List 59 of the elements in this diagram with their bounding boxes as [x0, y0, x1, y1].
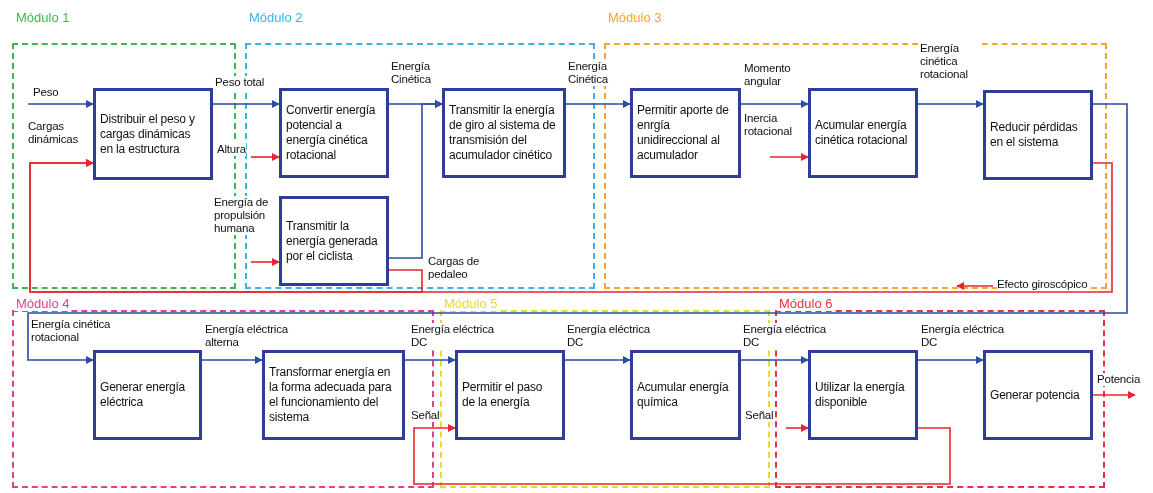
- box-text: Permitir aporte de enrgía unidireccional al acumulador: [637, 103, 730, 163]
- box-text: Convertir energía potencial a energía cinética rotacional: [286, 103, 377, 163]
- note-text: Efecto giroscópico: [997, 278, 1088, 291]
- box-text: Utilizar la energía disponible: [815, 380, 906, 410]
- box-text: Transmitir la energía generada por el ciclista: [286, 218, 379, 264]
- arrow: [565, 100, 631, 108]
- box-text: Transformar energía en la forma adecuada para el funcionamiento del sistema: [269, 365, 393, 425]
- process-box: [279, 88, 389, 178]
- box-text: Reducir pérdidas en el sistema: [990, 120, 1079, 150]
- arrow: [250, 258, 280, 266]
- arrow: [917, 100, 984, 108]
- edge-label: Potencia: [1097, 373, 1141, 386]
- arrow: [740, 356, 809, 364]
- box-text: Acumular energía química: [637, 380, 730, 410]
- edge-label: Peso: [33, 86, 59, 99]
- edge-label: Altura: [217, 143, 246, 156]
- box-text: Generar energía eléctrica: [100, 380, 187, 410]
- process-box: [808, 350, 918, 440]
- arrow: [740, 100, 809, 108]
- module-title: Módulo 3: [606, 10, 664, 25]
- edge-label: Energía cinética rotacional: [920, 42, 982, 81]
- edge-label: Señal: [411, 409, 440, 422]
- module-title: Módulo 6: [777, 296, 835, 311]
- arrow: [917, 356, 984, 364]
- process-box: [630, 350, 741, 440]
- arrow: [769, 153, 809, 161]
- arrow: [27, 100, 94, 108]
- arrow: [388, 100, 443, 259]
- arrow: [212, 100, 280, 108]
- module-title: Módulo 4: [14, 296, 72, 311]
- edge-label: Señal: [745, 409, 774, 422]
- process-box: [983, 350, 1093, 440]
- arrow: [404, 356, 456, 364]
- process-box: [442, 88, 566, 178]
- arrow: [250, 153, 280, 161]
- module-title: Módulo 5: [442, 296, 500, 311]
- arrow: [564, 356, 631, 364]
- box-text: Distribuir el peso y cargas dinámicas en la estructura: [100, 111, 196, 157]
- process-box: [279, 196, 389, 286]
- arrow: [27, 103, 1128, 364]
- module-title: Módulo 1: [14, 10, 72, 25]
- process-box: [93, 350, 202, 440]
- arrow: [29, 159, 423, 293]
- process-box: [455, 350, 565, 440]
- process-box: [983, 90, 1093, 180]
- arrow: [785, 424, 809, 432]
- arrow: [413, 424, 951, 485]
- process-box: [630, 88, 741, 178]
- module-title: Módulo 2: [247, 10, 305, 25]
- arrow: [1092, 391, 1136, 399]
- arrow: [201, 356, 263, 364]
- box-text: Permitir el paso de la energía: [462, 380, 544, 410]
- box-text: Generar potencia: [990, 387, 1080, 403]
- process-box: [93, 88, 213, 180]
- edge-label: Peso total: [215, 76, 265, 89]
- box-text: Acumular energía cinética rotacional: [815, 118, 909, 148]
- process-box: [808, 88, 918, 178]
- box-text: Transmitir la energía de giro al sistema de transmisión del acumulador cinético: [449, 103, 557, 163]
- process-box: [262, 350, 405, 440]
